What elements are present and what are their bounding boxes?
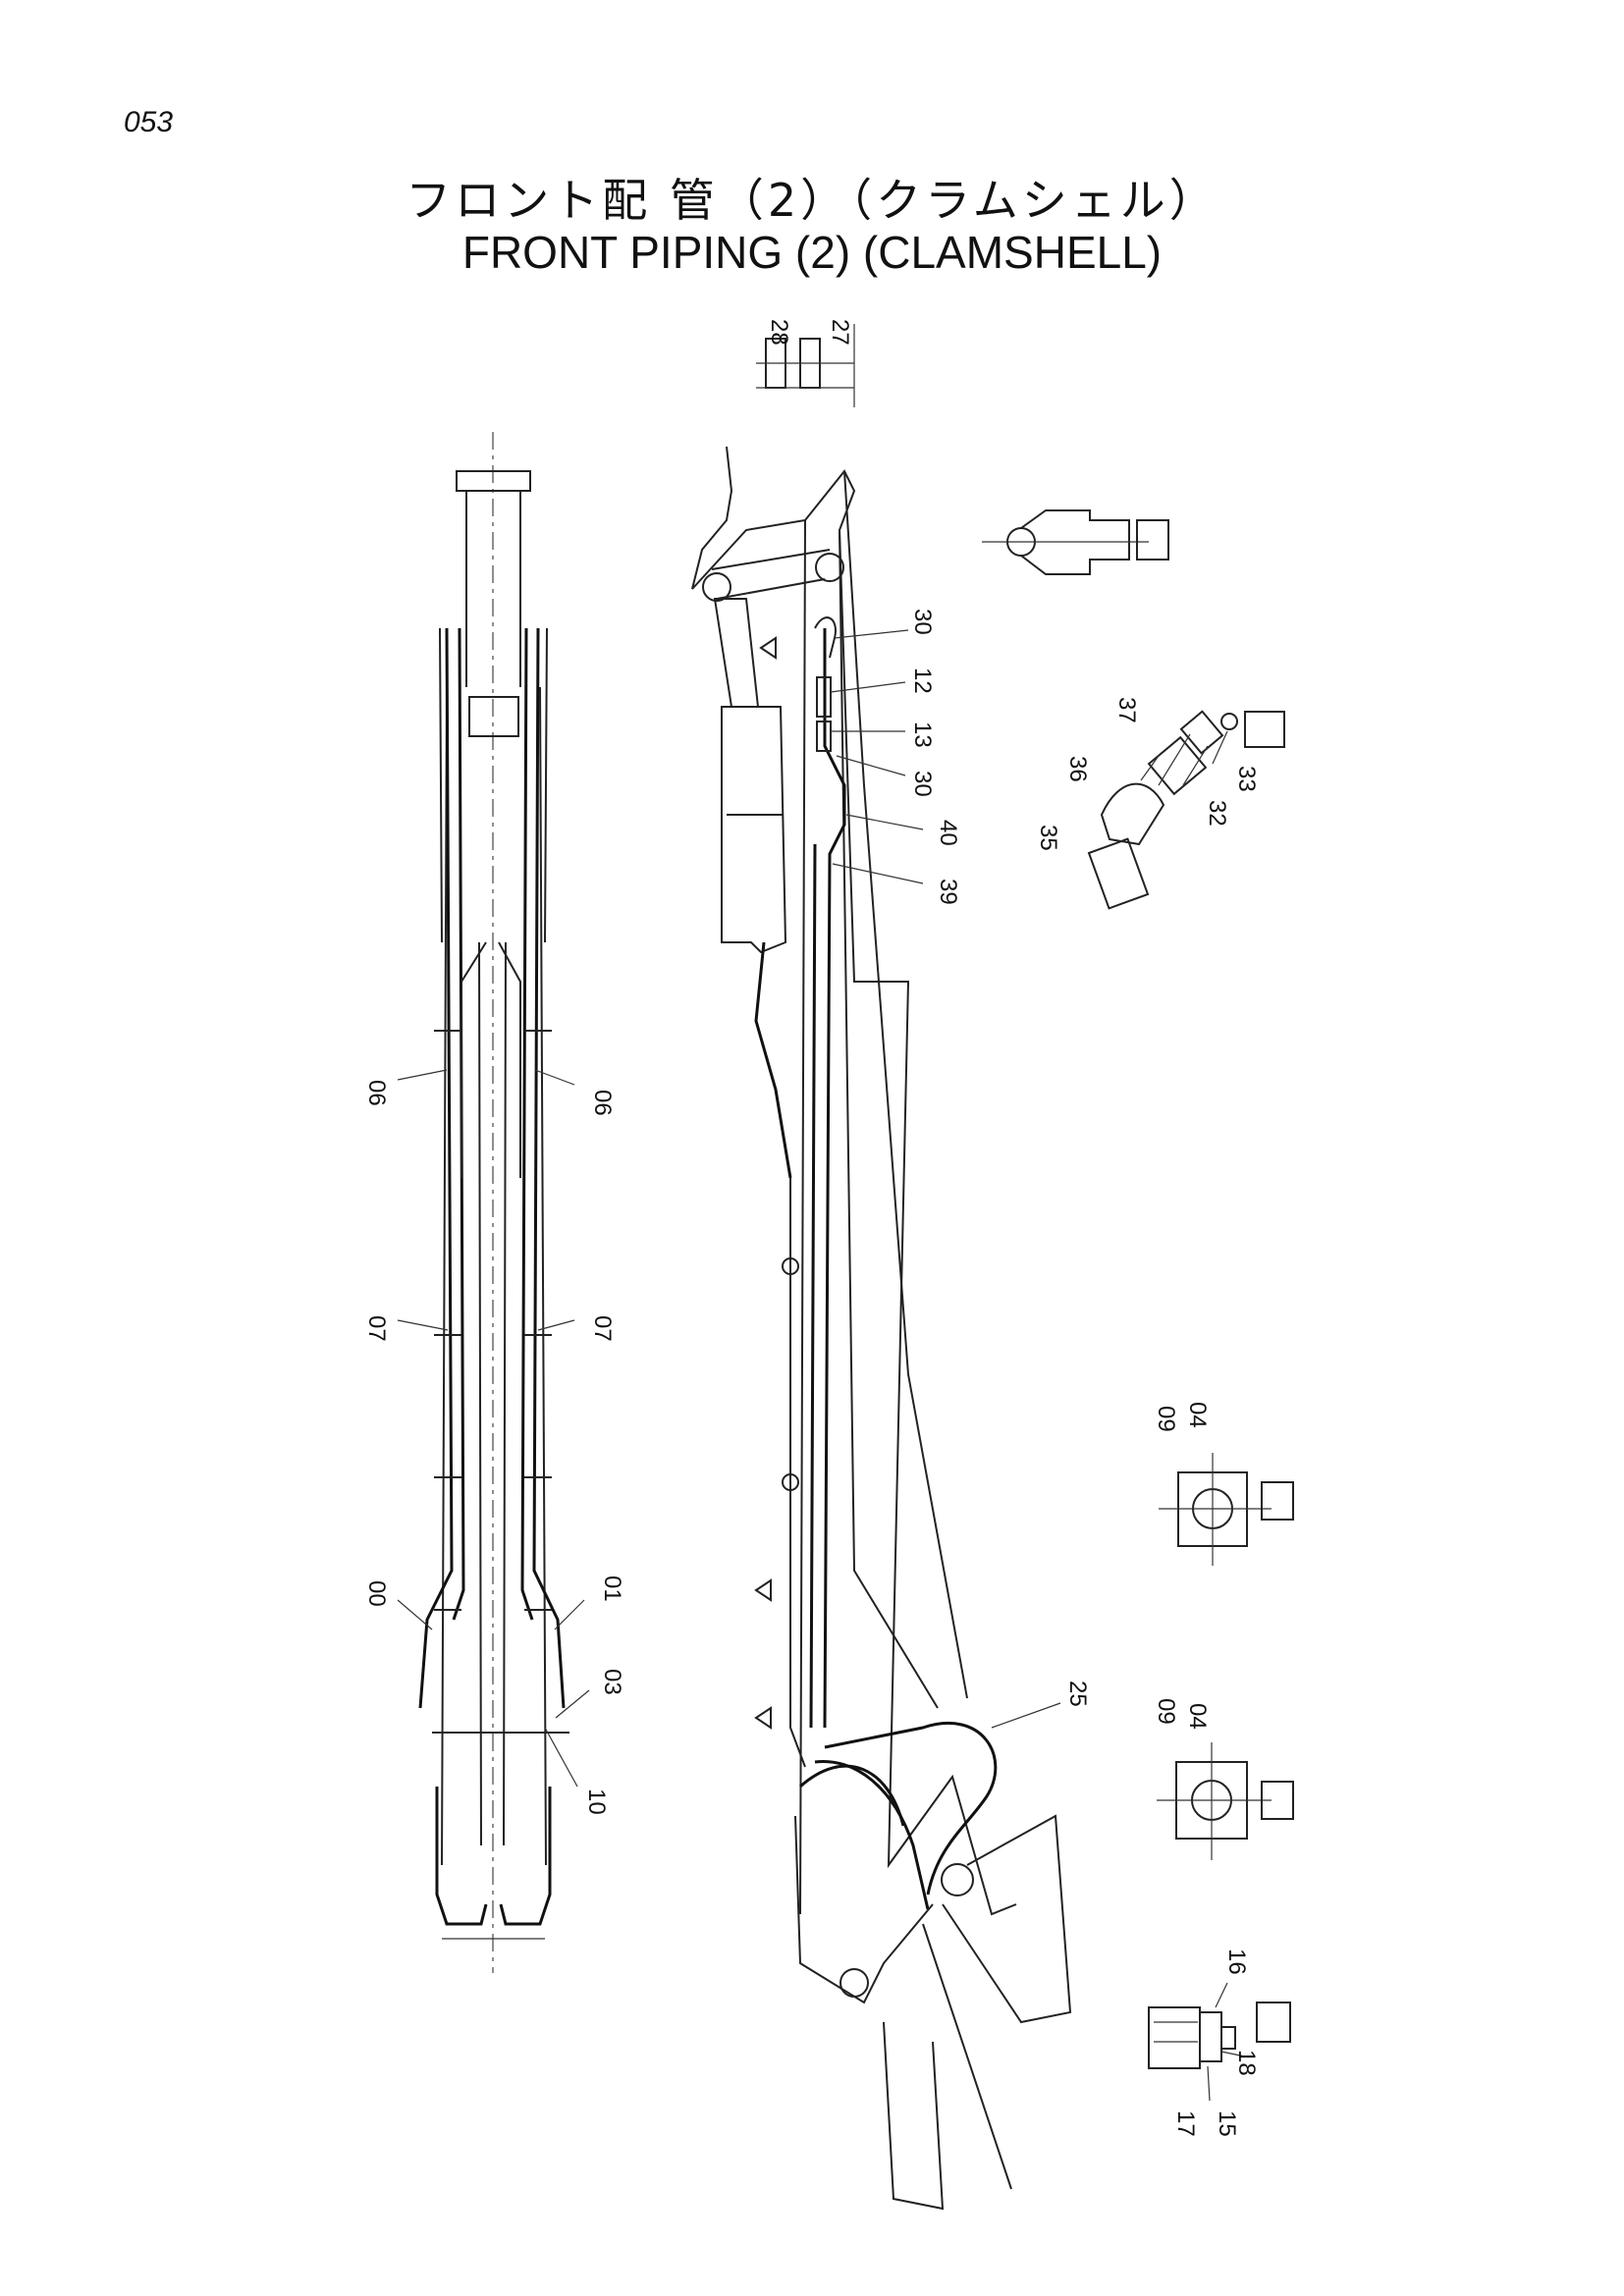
elbow-36: [1100, 782, 1165, 846]
arm-side-plate: [439, 627, 548, 943]
pipe-right-06: [532, 627, 566, 1709]
arm-neck: [465, 491, 521, 687]
fitting-37: [1147, 735, 1208, 796]
detail-top-fittings: [756, 324, 855, 407]
arrow-mark-3: [754, 1706, 772, 1730]
arm-top-view: [418, 432, 569, 1973]
callout-06-right: 06: [589, 1090, 616, 1116]
callout-07-left: 07: [363, 1315, 390, 1342]
arm-end-cap: [456, 470, 531, 492]
arrow-mark-2: [754, 1578, 772, 1602]
pipe-left-06: [418, 627, 454, 1709]
boom-pipe-third: [789, 1178, 806, 1768]
boom-pipe-main: [823, 628, 846, 1729]
hose-left: [435, 1787, 488, 1926]
callout-30-a: 30: [909, 609, 936, 635]
link-pin-left: [702, 572, 731, 602]
cylinder-body: [721, 706, 787, 954]
hose-right: [499, 1787, 552, 1926]
frame-line: [922, 1923, 1012, 2190]
arm-outline: [441, 686, 547, 1866]
cylinder-rod: [713, 598, 760, 708]
cylinder-joint: [468, 696, 519, 737]
callout-40: 40: [935, 820, 961, 846]
callout-30-b: 30: [909, 771, 936, 797]
callout-01: 01: [599, 1575, 625, 1602]
callout-09-b: 09: [1153, 1698, 1179, 1725]
page-number: 053: [124, 106, 174, 138]
boom-pipe-second: [809, 843, 817, 1729]
boom-left-edge: [799, 519, 806, 1915]
detail-elbow: [1087, 710, 1285, 910]
callout-16: 16: [1223, 1949, 1250, 1975]
link-rod: [711, 549, 831, 600]
callout-12: 12: [909, 667, 936, 694]
callout-35: 35: [1035, 825, 1061, 851]
callout-03: 03: [599, 1669, 625, 1695]
callout-13: 13: [909, 721, 936, 748]
callout-27: 27: [827, 319, 853, 346]
bucket-link: [883, 2021, 945, 2211]
callout-04-a: 04: [1184, 1402, 1211, 1428]
bracket-a: [782, 1257, 799, 1275]
callout-33: 33: [1233, 766, 1260, 792]
fitting-12: [816, 676, 832, 718]
boom-foot-pin: [839, 1968, 869, 1998]
callout-39: 39: [935, 879, 961, 905]
boom-side-view: [691, 446, 1072, 2211]
callout-18: 18: [1233, 2050, 1260, 2076]
callout-09-a: 09: [1153, 1406, 1179, 1432]
detail-clamp-2: [1157, 1742, 1294, 1860]
callout-36: 36: [1064, 756, 1091, 782]
title-english: FRONT PIPING (2) (CLAMSHELL): [461, 227, 1163, 278]
fitting-13: [816, 721, 832, 752]
plug-33: [1220, 713, 1238, 730]
pipe-clamps: [432, 1030, 569, 1734]
fitting-32: [1179, 710, 1224, 755]
title-japanese: フロント配 管（2）（クラムシェル）: [406, 174, 1218, 227]
callout-28: 28: [766, 319, 792, 346]
callout-32: 32: [1204, 800, 1230, 827]
boom-edge-line: [843, 470, 968, 1699]
boom-foot: [794, 1815, 934, 2004]
callout-10: 10: [583, 1789, 610, 1815]
bracket-b: [782, 1473, 799, 1491]
detail-valve-block: [1148, 1982, 1291, 2102]
leaders-left: [397, 1069, 590, 1788]
base-bracket: [942, 1814, 1072, 2024]
callout-25: 25: [1064, 1681, 1091, 1707]
fitting-35: [1087, 837, 1150, 910]
callout-00: 00: [363, 1580, 390, 1607]
callout-04-b: 04: [1184, 1703, 1211, 1730]
callout-15: 15: [1214, 2110, 1240, 2137]
callout-37: 37: [1113, 697, 1140, 723]
boom-pivot-pin: [941, 1863, 974, 1896]
callout-07-right: 07: [589, 1315, 616, 1342]
pipe-center: [478, 941, 507, 1846]
detail-fitting-top-right: [982, 509, 1169, 575]
callouts: 28 27 30 12 13 30 40 39 36 37 35 32 33 0…: [363, 319, 1260, 2137]
callout-17: 17: [1172, 2110, 1199, 2137]
leaders-center: [830, 629, 1061, 1729]
callout-06-left: 06: [363, 1080, 390, 1106]
boom-outline-upper: [691, 446, 1017, 1916]
cylinder-hose: [754, 941, 792, 1179]
link-pin-right: [815, 553, 844, 582]
detail-clamp-1: [1159, 1453, 1294, 1566]
hose-loop-25-b: [814, 1759, 930, 1910]
pipe-center-branch: [460, 941, 521, 1178]
pipe-right-inner: [520, 627, 534, 1621]
arrow-mark-1: [759, 636, 777, 660]
boom-inner-line: [839, 529, 939, 1709]
hose-loop-25-a: [824, 1721, 998, 1896]
hose-loop-25-c: [799, 1764, 905, 1827]
